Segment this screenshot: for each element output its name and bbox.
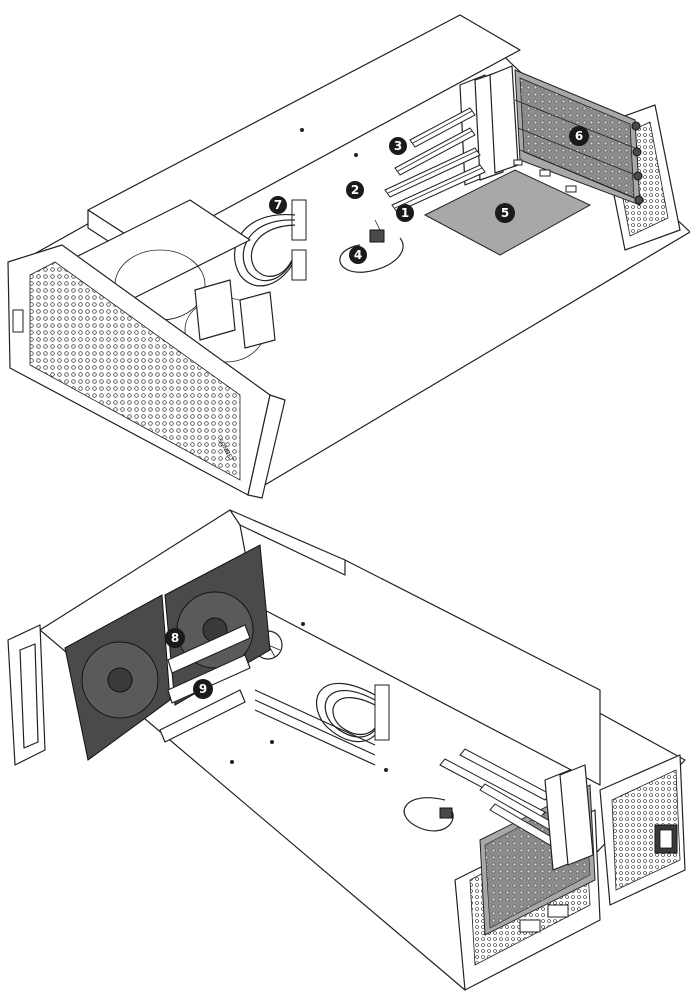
svg-text:5: 5 <box>501 206 509 220</box>
rear-ports <box>519 904 569 933</box>
callout-9: 9 <box>193 679 213 699</box>
callout-5: 5 <box>495 203 515 223</box>
top-board-connectors <box>513 159 577 193</box>
callout-1: 1 <box>396 204 414 222</box>
bottom-enclosure <box>7 509 686 991</box>
fan-rails <box>159 624 251 743</box>
top-enclosure: SONNET <box>7 14 690 499</box>
callout-4: 4 <box>349 246 367 264</box>
bottom-back-wall-top <box>229 509 346 576</box>
top-cable-loop <box>339 237 404 273</box>
top-bracket-dividers <box>514 99 641 201</box>
top-bracket-screws <box>631 121 644 205</box>
top-power-harness <box>233 199 307 287</box>
bottom-connector <box>439 807 453 819</box>
callout-3: 3 <box>389 137 407 155</box>
callout-7: 7 <box>269 196 287 214</box>
top-connector-4 <box>369 229 385 243</box>
svg-text:8: 8 <box>171 631 179 645</box>
top-pcie-slots <box>384 107 486 213</box>
svg-text:4: 4 <box>354 248 362 262</box>
bottom-power-harness <box>254 682 390 766</box>
svg-text:9: 9 <box>199 682 207 696</box>
top-slot-brackets <box>459 65 519 186</box>
top-front-side <box>247 394 286 499</box>
top-front-vent <box>29 261 241 481</box>
callout-8: 8 <box>165 628 185 648</box>
bottom-cable-loop <box>403 797 454 832</box>
callout-2: 2 <box>346 181 364 199</box>
top-front-button <box>12 309 24 333</box>
svg-text:6: 6 <box>575 129 583 143</box>
svg-text:7: 7 <box>274 198 282 212</box>
bottom-slot-brackets <box>544 764 594 871</box>
svg-text:3: 3 <box>394 139 402 153</box>
svg-text:2: 2 <box>351 183 359 197</box>
callout-6: 6 <box>569 126 589 146</box>
svg-text:1: 1 <box>401 206 409 220</box>
